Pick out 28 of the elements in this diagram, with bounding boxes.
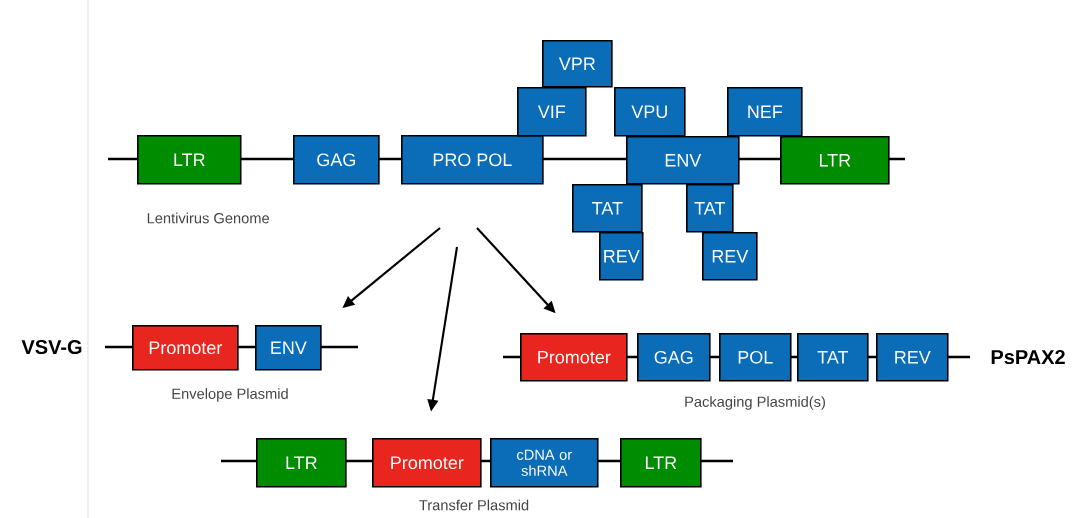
gene-box: TAT (797, 333, 869, 382)
gene-box: VPU (614, 87, 686, 137)
gene-box: ENV (255, 325, 322, 371)
gene-box: GAG (293, 135, 380, 185)
ltr-box: LTR (137, 135, 242, 185)
promoter-box: Promoter (132, 325, 239, 371)
construct-name: PsPAX2 (991, 349, 1065, 365)
gene-box: VPR (542, 40, 613, 88)
gene-box: REV (599, 232, 644, 281)
ltr-box: LTR (620, 438, 702, 488)
promoter-box: Promoter (520, 333, 628, 382)
promoter-box: Promoter (372, 438, 482, 488)
gene-box: TAT (686, 184, 734, 233)
gene-box: cDNA or shRNA (490, 438, 599, 488)
ltr-box: LTR (780, 136, 890, 185)
gene-box: POL (719, 333, 792, 382)
gene-box: VIF (517, 87, 587, 137)
gene-box: GAG (637, 333, 711, 382)
construct-name: VSV-G (21, 339, 82, 355)
gene-box: REV (876, 333, 949, 382)
plasmid-label: Packaging Plasmid(s) (685, 396, 825, 410)
gene-box: REV (702, 232, 758, 281)
plasmid-label: Transfer Plasmid (419, 499, 529, 511)
plasmid-label: Envelope Plasmid (172, 388, 288, 402)
gene-box: NEF (727, 87, 803, 137)
title-label: Lentivirus Genome (147, 212, 269, 224)
ltr-box: LTR (256, 438, 347, 488)
gene-box: TAT (572, 184, 643, 233)
